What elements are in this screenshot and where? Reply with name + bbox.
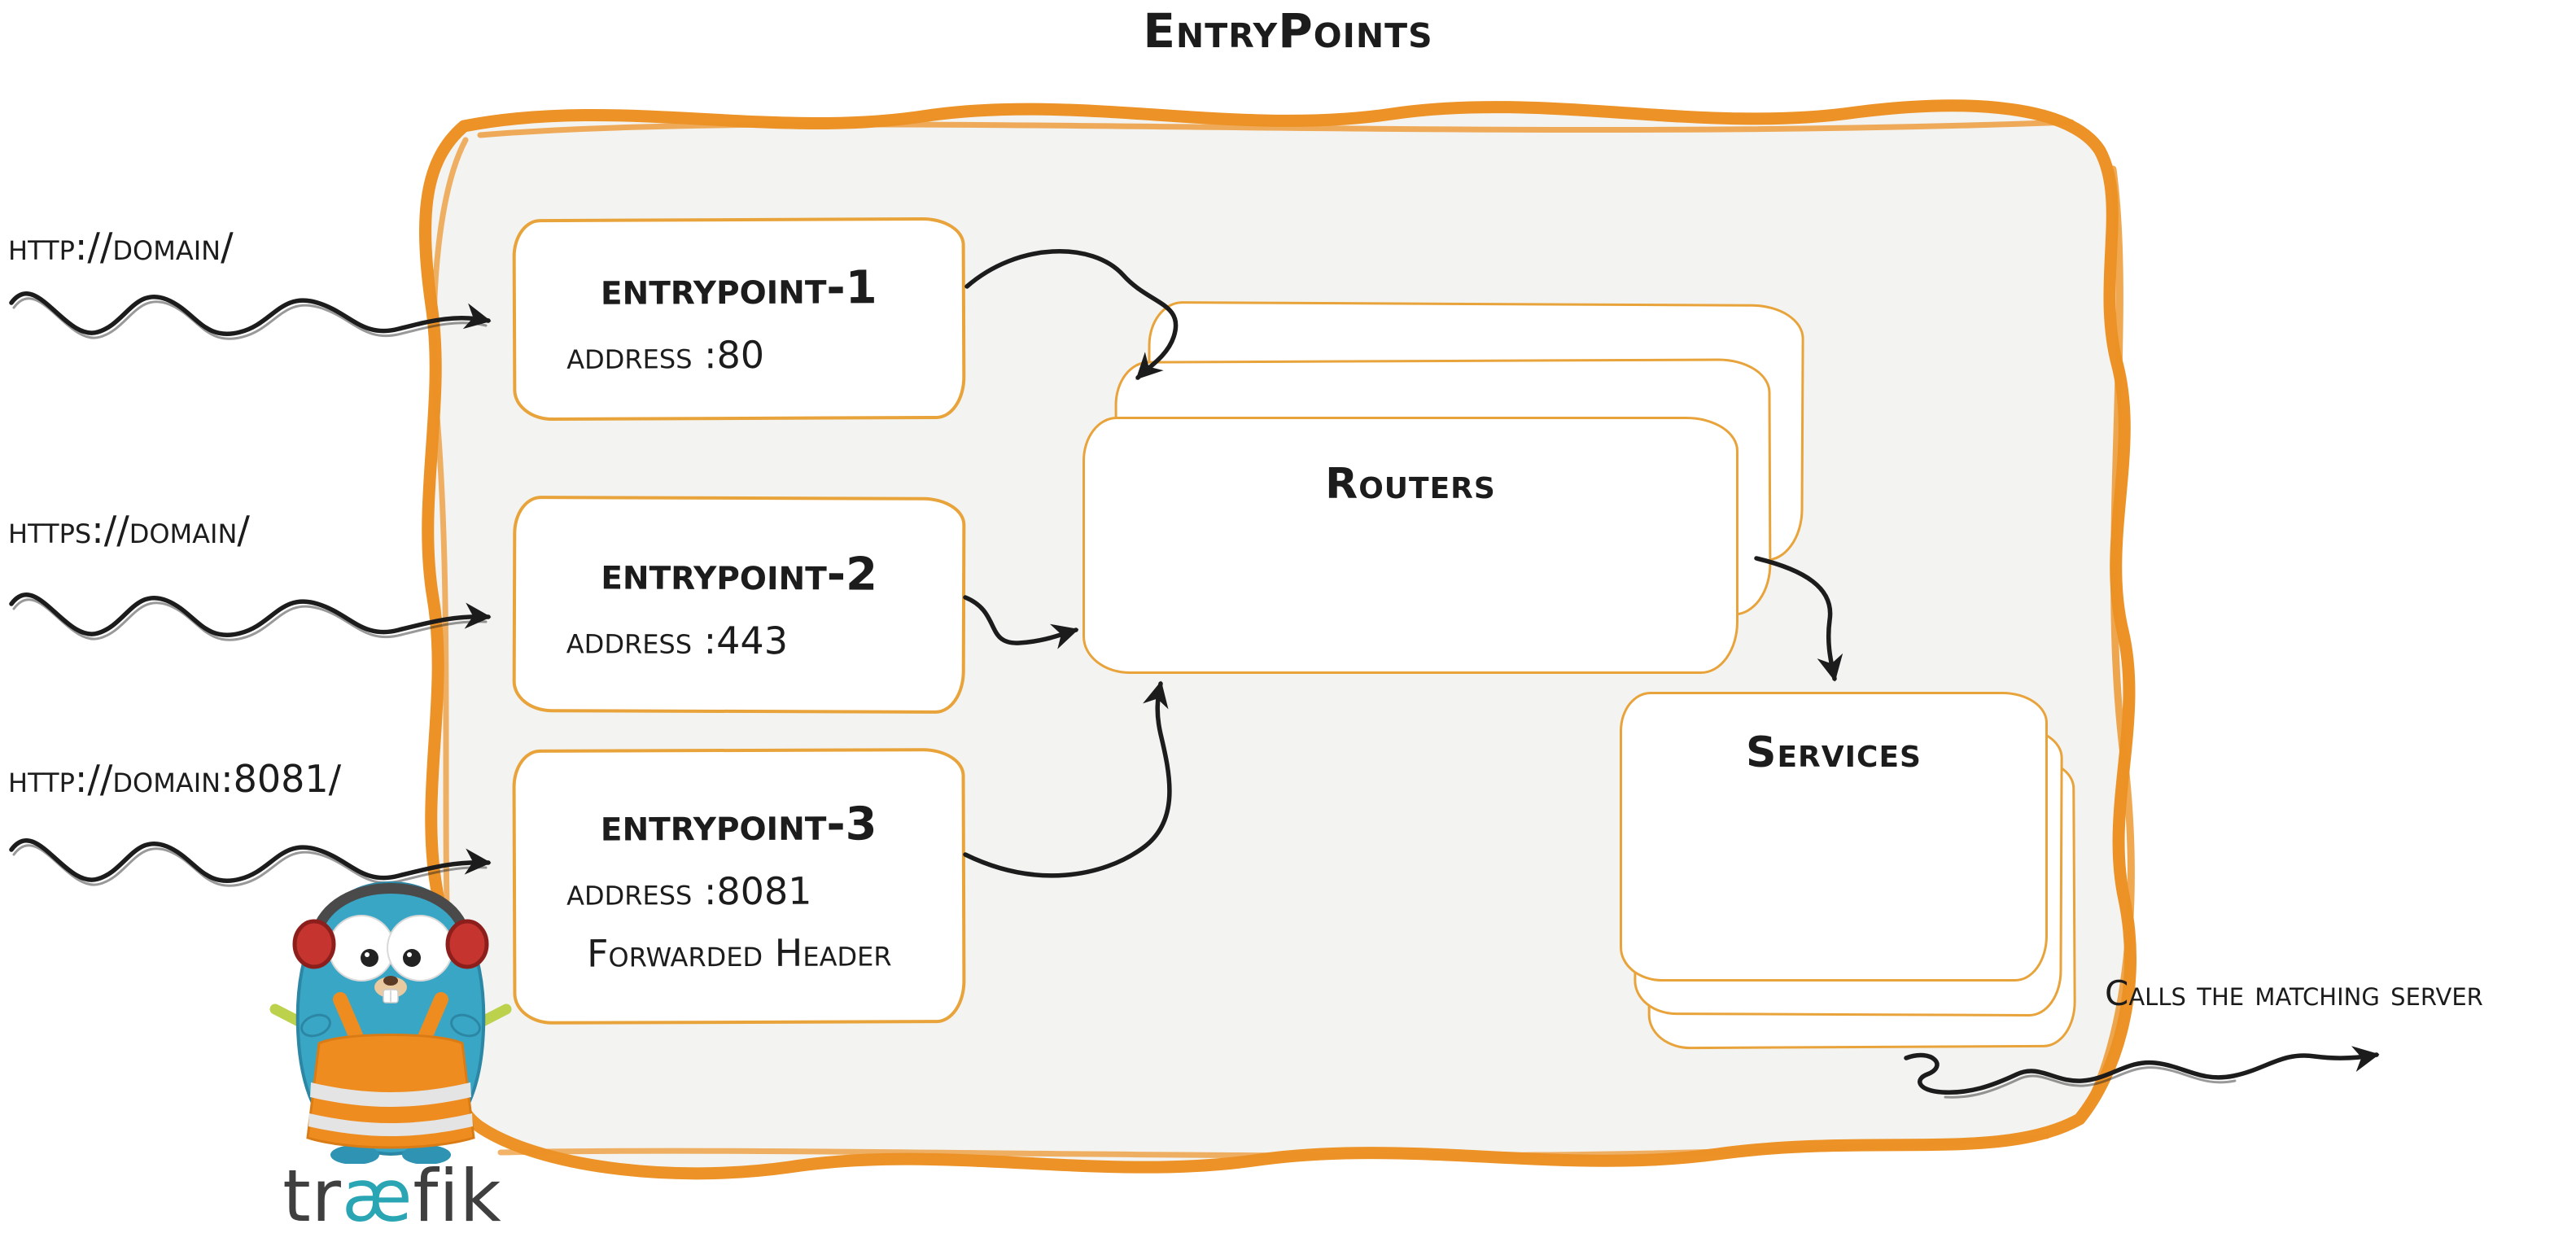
arrow-request-3-echo — [12, 844, 488, 887]
arrow-entrypoint3-to-routers — [963, 680, 1172, 878]
arrow-calls-matching-server — [1904, 1046, 2380, 1095]
wordmark-pre: tr — [282, 1154, 342, 1233]
boundary-brush-bottom — [497, 1133, 2050, 1159]
gopher-baton-left — [269, 1003, 331, 1041]
entrypoint-3-forwarded-header: Forwarded Header — [586, 929, 892, 976]
outgoing-label: Calls the matching server — [2105, 973, 2483, 1013]
entrypoint-3-address: address :8081 — [566, 868, 812, 914]
services-box: Services — [1620, 692, 2048, 982]
gopher-vest — [306, 1034, 475, 1149]
gopher-headphone-band — [310, 883, 471, 942]
gopher-pupil-right — [403, 949, 421, 967]
entrypoint-2-box: entrypoint-2 address :443 — [512, 496, 966, 714]
gopher-muzzle — [374, 977, 407, 998]
gopher-baton-right — [450, 1003, 512, 1041]
diagram-title: EntryPoints — [1143, 3, 1433, 59]
gopher-vest-stripe-2 — [308, 1113, 473, 1136]
entrypoint-1-name: entrypoint-1 — [600, 260, 877, 316]
gopher-eye-left — [328, 915, 395, 982]
routers-box: Routers — [1082, 417, 1738, 674]
entrypoint-3-name: entrypoint-3 — [600, 797, 877, 852]
gopher-pupil-left — [361, 949, 378, 967]
entrypoint-1-box: entrypoint-1 address :80 — [512, 216, 966, 422]
arrow-request-2-echo — [12, 598, 488, 641]
entrypoint-2-address: address :443 — [566, 617, 789, 662]
routers-label: Routers — [1325, 460, 1496, 509]
wordmark-ae: æ — [341, 1154, 413, 1233]
gopher-eye-right — [387, 915, 453, 982]
traefik-gopher-logo — [269, 881, 512, 1164]
gopher-pupil-glint-right — [407, 952, 412, 957]
gopher-vest-stripe-1 — [310, 1082, 471, 1107]
gopher-teeth — [383, 989, 399, 1003]
boundary-brush-left — [431, 137, 469, 1098]
entrypoint-3-box: entrypoint-3 address :8081 Forwarded Hea… — [512, 748, 966, 1025]
entrypoint-2-name: entrypoint-2 — [601, 546, 878, 601]
boundary-brush-top — [477, 119, 2075, 138]
gopher-hand-left — [300, 1013, 331, 1038]
wordmark-post: fik — [413, 1154, 502, 1233]
request-label-http: http://domain/ — [8, 225, 234, 269]
gopher-body — [295, 881, 486, 1156]
entrypoint-1-address: address :80 — [566, 332, 765, 378]
gopher-hand-right — [450, 1013, 481, 1038]
request-label-http-8081: http://domain:8081/ — [8, 757, 342, 801]
gopher-vest-strap-left — [333, 992, 367, 1052]
arrow-entrypoint1-to-routers — [964, 249, 1179, 380]
arrow-calls-echo — [1944, 1066, 2237, 1099]
gopher-headphone-cup-left — [292, 919, 336, 969]
arrow-request-3 — [9, 838, 492, 883]
gopher-headphone-cup-right — [445, 919, 489, 969]
gopher-vest-strap-right — [414, 992, 448, 1052]
arrow-request-2 — [9, 592, 492, 637]
gopher-nose — [383, 976, 398, 986]
arrow-request-1-echo — [12, 297, 488, 340]
gopher-pupil-glint-left — [365, 952, 370, 957]
services-label: Services — [1746, 728, 1922, 777]
arrow-entrypoint2-to-routers — [963, 595, 1079, 649]
traefik-wordmark: træfik — [262, 1154, 523, 1233]
arrow-request-1 — [9, 291, 492, 336]
request-label-https: https://domain/ — [8, 508, 250, 552]
